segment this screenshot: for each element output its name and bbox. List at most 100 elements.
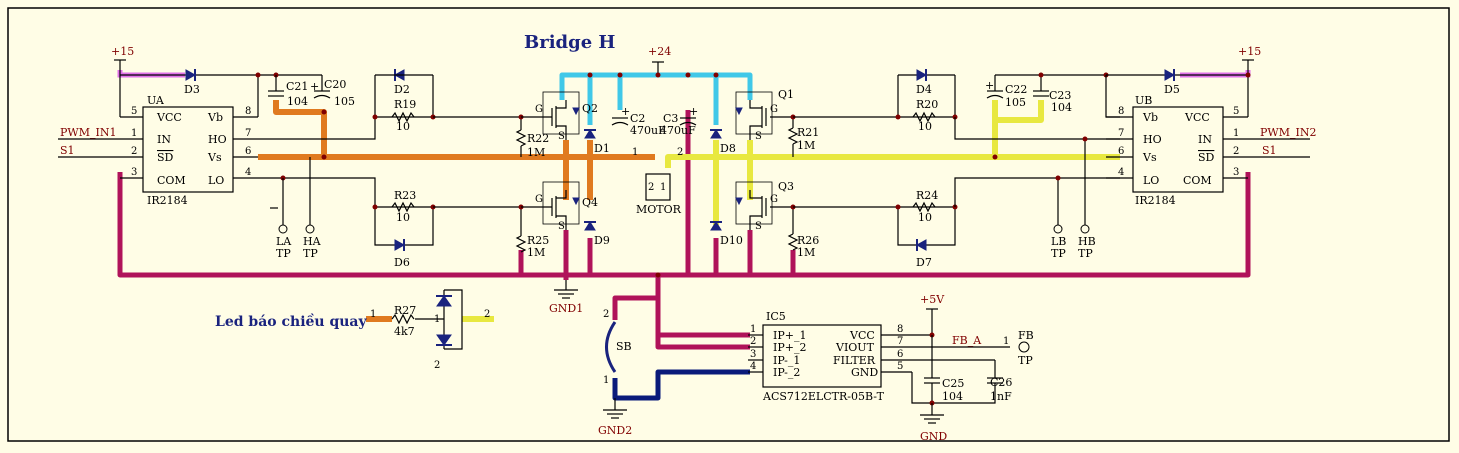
- ua-pin-name: COM: [157, 174, 186, 187]
- r25-label: R25: [527, 234, 549, 247]
- q2-source: S: [558, 131, 565, 142]
- r26-value: 1M: [797, 246, 815, 259]
- d2-label: D2: [394, 83, 410, 96]
- d10-label: D10: [720, 234, 743, 247]
- d9-diode: [584, 221, 596, 231]
- r24-value: 10: [918, 211, 932, 224]
- d6-label: D6: [394, 256, 410, 269]
- q1-gate: G: [770, 104, 778, 115]
- net-pwm-in1: PWM_IN1: [60, 126, 116, 139]
- ic5-part: ACS712ELCTR-05B-T: [762, 390, 885, 403]
- motor-pin: 1: [660, 182, 666, 193]
- led-net-pin: 1: [370, 309, 376, 320]
- q4-label: Q4: [582, 196, 598, 209]
- c23-value: 104: [1051, 101, 1072, 114]
- svg-text:+: +: [310, 80, 319, 93]
- ic5-ref: IC5: [766, 310, 786, 323]
- vsb-net-highlight: [665, 154, 1120, 168]
- tp-ha-tp: TP: [303, 247, 318, 260]
- ic5-pin-name: IP+_2: [773, 341, 806, 354]
- motor-pin: 2: [648, 182, 654, 193]
- ub-pin-name: LO: [1143, 174, 1159, 187]
- d3-diode: [185, 69, 197, 81]
- d8-label: D8: [720, 142, 736, 155]
- ub-pin-num: 7: [1118, 128, 1124, 139]
- c26-value: 1nF: [990, 390, 1012, 403]
- ua-pin-num: 7: [245, 128, 251, 139]
- d6-diode: [394, 239, 406, 251]
- ic5-pin-num: 6: [897, 349, 903, 360]
- r21-label: R21: [797, 126, 819, 139]
- rail-p15-right: +15: [1238, 45, 1261, 58]
- d5-diode: [1164, 69, 1176, 81]
- svg-text:+: +: [985, 79, 994, 92]
- ua-pin-num: 6: [245, 146, 251, 157]
- d1-label: D1: [594, 142, 610, 155]
- d4-diode: [916, 69, 928, 81]
- ub-pin-name: Vs: [1142, 151, 1157, 164]
- motor-net-1: 1: [632, 147, 638, 158]
- ua-pin-num: 5: [131, 106, 137, 117]
- ua-pin-name: Vs: [207, 151, 222, 164]
- q4-gate: G: [535, 194, 543, 205]
- ub-pin-name: COM: [1183, 174, 1212, 187]
- ub-pin-name: HO: [1143, 133, 1162, 146]
- r23-value: 10: [396, 211, 410, 224]
- c20-value: 105: [334, 95, 355, 108]
- c26-label: C26: [990, 376, 1012, 389]
- net-pwm-in2: PWM_IN2: [1260, 126, 1316, 139]
- d10-diode: [710, 221, 722, 231]
- rail-p5v: +5V: [920, 293, 945, 306]
- d8-diode: [710, 129, 722, 139]
- ic5-pin-name: IP+_1: [773, 329, 806, 342]
- rail-p24: +24: [648, 45, 671, 58]
- motor-label: MOTOR: [636, 203, 682, 216]
- led-pin-1: 1: [434, 314, 440, 325]
- q3-source: S: [755, 221, 762, 232]
- ic5-pin-name: IP-_1: [773, 354, 800, 367]
- d7-diode: [915, 239, 927, 251]
- ic5-current-sensor: IC5 ACS712ELCTR-05B-T 1 2 3 4 IP+_1 IP+_…: [748, 310, 1010, 403]
- c22-value: 105: [1005, 96, 1026, 109]
- ic5-pin-name: IP-_2: [773, 366, 800, 379]
- c2-label: C2: [630, 112, 645, 125]
- ub-pin-num: 6: [1118, 146, 1124, 157]
- d9-label: D9: [594, 234, 610, 247]
- motor-net-2: 2: [677, 147, 683, 158]
- ub-pin-num: 8: [1118, 106, 1124, 117]
- driver-ua: UA IR2184 5 1 2 3 VCC IN SD COM 8 7 6 4 …: [58, 94, 258, 207]
- ic5-pin-num: 2: [750, 336, 756, 347]
- q1-mosfet: G S Q1: [735, 88, 794, 142]
- r21-value: 1M: [797, 139, 815, 152]
- tp-la-name: LA: [276, 235, 292, 248]
- p15-left-highlight: [117, 70, 185, 78]
- d1-diode: [584, 129, 596, 139]
- fb-pin: 1: [1003, 336, 1009, 347]
- q3-mosfet: G S Q3: [735, 180, 794, 232]
- r20-label: R20: [916, 98, 938, 111]
- q1-label: Q1: [778, 88, 794, 101]
- q2-label: Q2: [582, 102, 598, 115]
- ub-ref: UB: [1135, 94, 1152, 107]
- ip-plus-net-highlight: [655, 335, 750, 350]
- r19-value: 10: [396, 120, 410, 133]
- rail-p15-left: +15: [111, 45, 134, 58]
- ua-pin-name: IN: [157, 133, 171, 146]
- ub-pin-num: 5: [1233, 106, 1239, 117]
- diagram-title: Bridge H: [524, 32, 615, 53]
- ua-pin-name: HO: [208, 133, 227, 146]
- sb-pin: 2: [603, 309, 609, 320]
- sb-label: SB: [616, 340, 632, 353]
- net-s1-left: S1: [60, 144, 75, 157]
- c25-value: 104: [942, 390, 963, 403]
- q2-gate: G: [535, 104, 543, 115]
- tp-ha-name: HA: [303, 235, 322, 248]
- q4-source: S: [558, 221, 565, 232]
- r24-label: R24: [916, 189, 938, 202]
- q4-mosfet: G S Q4: [521, 181, 598, 232]
- ua-ref: UA: [147, 94, 165, 107]
- led1-diode: [436, 295, 452, 307]
- led-pin-2: 2: [434, 360, 440, 371]
- q1-source: S: [755, 131, 762, 142]
- vsb-net-highlight: [992, 100, 1044, 123]
